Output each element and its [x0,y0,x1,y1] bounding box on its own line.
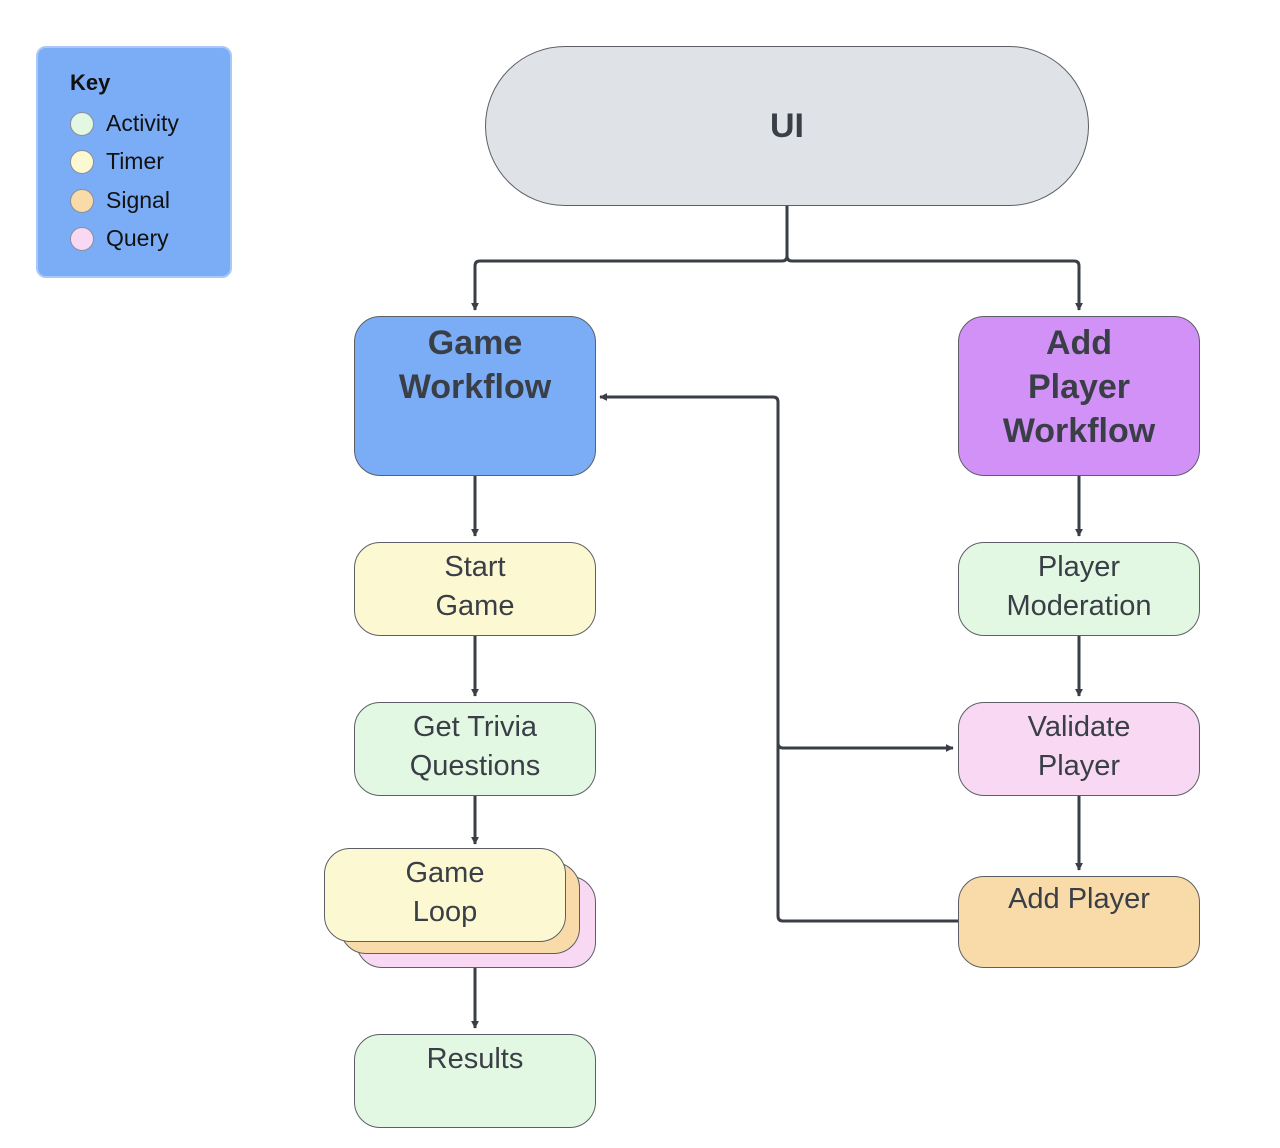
edge-add-player-to-game-workflow [599,393,958,923]
node-label: Start [444,551,506,583]
legend-label: Signal [106,187,170,213]
legend-item-signal: Signal [70,187,170,214]
node-add-player[interactable]: Add Player [958,876,1200,968]
node-ui[interactable]: UI [485,46,1089,206]
node-label: Results [426,1043,524,1075]
node-player-moderation[interactable]: Player Moderation [958,542,1200,636]
legend-label: Timer [106,148,164,174]
node-label: Validate [1027,711,1131,743]
edge-ui-to-split [471,206,789,311]
legend-item-query: Query [70,225,169,252]
node-label: Loop [412,896,478,928]
node-label: Game [427,324,523,362]
legend-item-activity: Activity [70,110,179,137]
node-game-workflow[interactable]: Game Workflow [354,316,596,476]
legend-label: Query [106,225,169,251]
node-label: Game [435,590,515,622]
node-label: Add Player [1008,883,1150,915]
query-swatch-icon [70,226,94,251]
node-label: Workflow [398,368,552,406]
node-label: Player [1037,750,1121,782]
legend-item-timer: Timer [70,148,164,175]
node-label: Add [1045,324,1113,362]
node-validate-player[interactable]: Validate Player [958,702,1200,796]
edge-branch-to-validate [776,742,954,752]
node-label: Workflow [1002,412,1156,450]
node-get-trivia-questions[interactable]: Get Trivia Questions [354,702,596,796]
legend-label: Activity [106,110,179,136]
legend-title: Key [70,70,111,95]
timer-swatch-icon [70,149,94,174]
signal-swatch-icon [70,188,94,213]
node-game-loop[interactable]: Game Loop [324,848,566,942]
node-label: Get Trivia [412,711,538,743]
node-label: Game [405,857,485,889]
legend-key: Key Activity Timer Signal Query [36,46,232,278]
activity-swatch-icon [70,111,94,136]
node-add-player-workflow[interactable]: Add Player Workflow [958,316,1200,476]
node-label: Player [1037,551,1121,583]
node-label: UI [770,107,804,145]
node-start-game[interactable]: Start Game [354,542,596,636]
node-label: Player [1027,368,1131,406]
edge-ui-to-add-player-workflow [785,255,1083,311]
node-results[interactable]: Results [354,1034,596,1128]
node-label: Moderation [1006,590,1152,622]
node-label: Questions [409,750,541,782]
